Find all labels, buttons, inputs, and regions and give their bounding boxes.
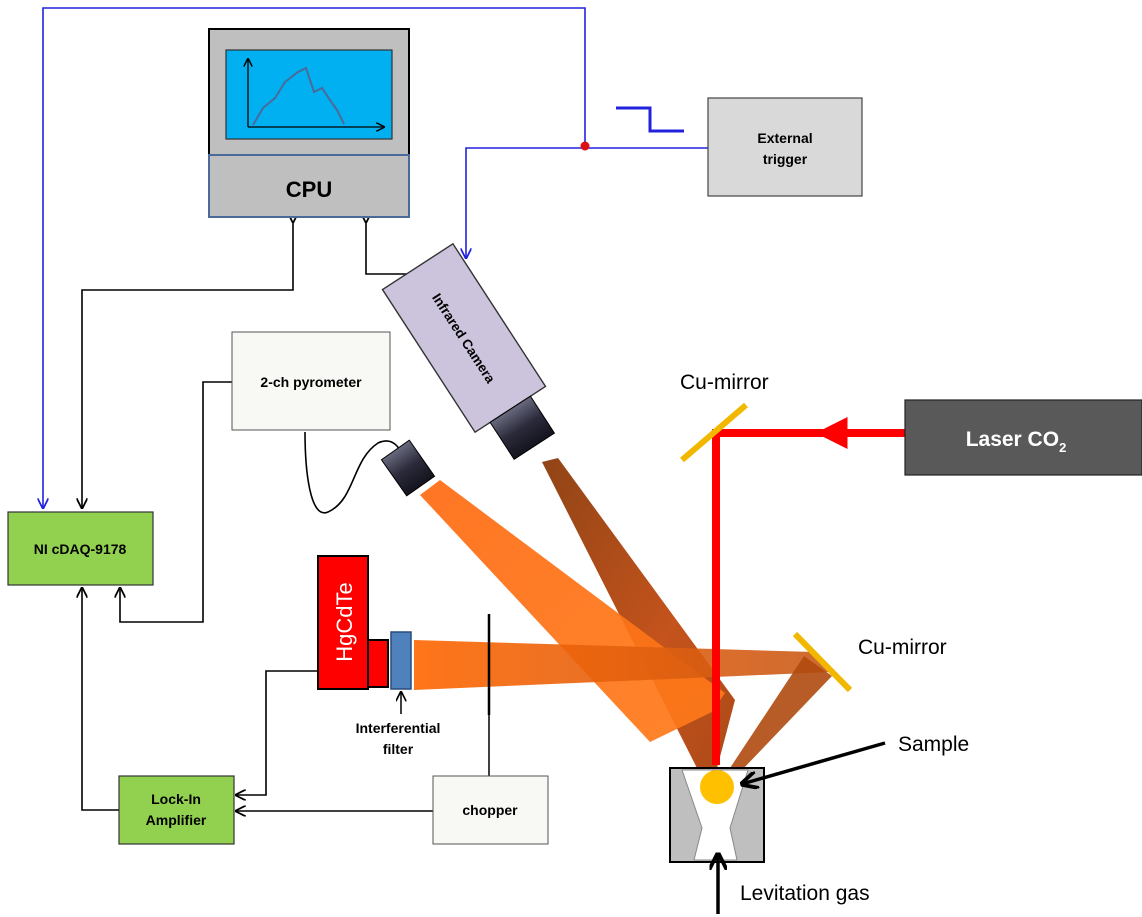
laser-beam <box>712 429 905 765</box>
sample-pointer <box>742 741 886 784</box>
external-trigger-box <box>707 97 863 197</box>
external-trigger-label-1: External <box>757 130 812 146</box>
cu-mirror-top <box>680 402 748 463</box>
lockin-box <box>118 775 235 845</box>
filter-label-2: filter <box>383 741 414 757</box>
sample-droplet <box>700 770 734 804</box>
chopper-label: chopper <box>462 802 518 818</box>
detector-window <box>367 639 389 688</box>
chopper-box <box>432 775 549 845</box>
external-trigger-label-2: trigger <box>763 151 808 167</box>
lockin-label-2: Amplifier <box>146 812 207 828</box>
daq-box <box>7 511 154 586</box>
detector-ir-beam <box>414 640 830 690</box>
trigger-junction <box>580 141 590 151</box>
wire-pyrometer-daq <box>120 381 232 623</box>
trigger-wire-top <box>43 7 586 508</box>
lockin-label-1: Lock-In <box>151 791 201 807</box>
pyrometer-label: 2-ch pyrometer <box>260 374 362 390</box>
wire-detector-lockin <box>236 670 318 795</box>
screen-plot-curve <box>252 66 345 126</box>
daq-label: NI cDAQ-9178 <box>34 541 127 557</box>
trigger-pulse-icon <box>616 106 684 133</box>
cu-mirror-right <box>792 631 853 693</box>
monitor-screen <box>225 49 393 140</box>
infrared-camera: Infrared Camera <box>381 242 556 460</box>
sample-label: Sample <box>898 733 969 756</box>
pyrometer-head <box>380 439 436 497</box>
reflected-ir-beam <box>730 656 832 770</box>
levitation-gas-label: Levitation gas <box>740 882 870 905</box>
laser-label: Laser CO2 <box>966 428 1067 455</box>
pyrometer-fiber <box>304 431 406 514</box>
cpu-label: CPU <box>286 177 332 202</box>
detector-label: HgCdTe <box>332 582 357 661</box>
pyrometer-box <box>231 331 391 431</box>
trigger-wire-camera <box>466 147 708 258</box>
cu-mirror-right-label: Cu-mirror <box>858 636 947 659</box>
filter-label-1: Interferential <box>356 720 441 736</box>
camera-lens <box>489 395 556 460</box>
cu-mirror-top-label: Cu-mirror <box>680 371 769 394</box>
cpu-base <box>208 154 410 218</box>
detector-body <box>317 555 369 690</box>
cpu-computer <box>208 28 410 218</box>
wire-lockin-daq <box>82 588 119 811</box>
interferential-filter <box>390 631 412 690</box>
laser-box <box>904 399 1142 476</box>
pyrometer-lens <box>380 439 436 497</box>
wire-cpu-daq <box>82 222 293 508</box>
